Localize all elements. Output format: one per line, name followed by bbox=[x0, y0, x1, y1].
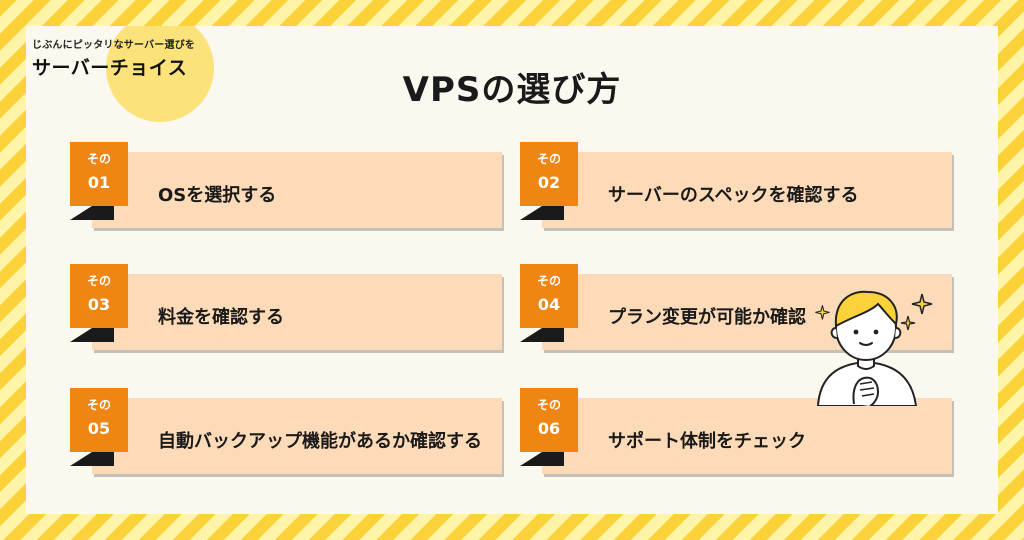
step-card-box: OSを選択する bbox=[92, 152, 502, 228]
badge-number: 01 bbox=[87, 173, 111, 192]
step-card-box: 自動バックアップ機能があるか確認する bbox=[92, 398, 502, 474]
badge-fold bbox=[520, 328, 564, 342]
sparkle-icon bbox=[911, 293, 933, 315]
step-text: サーバーのスペックを確認する bbox=[608, 185, 859, 206]
logo-tagline: じぶんにピッタリなサーバー選びを bbox=[32, 40, 196, 51]
step-badge: その 06 bbox=[520, 388, 578, 452]
badge-word: その bbox=[536, 398, 561, 412]
step-card-01: OSを選択する その 01 bbox=[70, 142, 510, 232]
step-card-02: サーバーのスペックを確認する その 02 bbox=[520, 142, 960, 232]
badge-number: 03 bbox=[87, 295, 111, 314]
step-badge: その 05 bbox=[70, 388, 128, 452]
step-badge: その 01 bbox=[70, 142, 128, 206]
sparkle-icon bbox=[900, 315, 916, 331]
sparkle-icon bbox=[815, 305, 830, 320]
step-card-box: 料金を確認する bbox=[92, 274, 502, 350]
step-text: プラン変更が可能か確認 bbox=[608, 307, 806, 328]
badge-number: 06 bbox=[537, 419, 561, 438]
badge-word: その bbox=[86, 152, 111, 166]
page-title: VPSの選び方 bbox=[402, 70, 622, 110]
step-card-06: サポート体制をチェック その 06 bbox=[520, 388, 960, 478]
badge-fold bbox=[70, 328, 114, 342]
badge-fold bbox=[70, 452, 114, 466]
step-text: 料金を確認する bbox=[158, 307, 284, 328]
step-card-box: サーバーのスペックを確認する bbox=[542, 152, 952, 228]
step-card-box: サポート体制をチェック bbox=[542, 398, 952, 474]
step-card-04: プラン変更が可能か確認 その 04 bbox=[520, 264, 960, 354]
badge-number: 02 bbox=[537, 173, 561, 192]
step-badge: その 04 bbox=[520, 264, 578, 328]
step-text: OSを選択する bbox=[158, 185, 277, 206]
badge-word: その bbox=[536, 152, 561, 166]
main-panel: じぶんにピッタリなサーバー選びを サーバーチョイス VPSの選び方 OSを選択す… bbox=[26, 26, 998, 514]
logo-backdrop bbox=[106, 26, 214, 122]
step-badge: その 02 bbox=[520, 142, 578, 206]
step-card-05: 自動バックアップ機能があるか確認する その 05 bbox=[70, 388, 510, 478]
badge-fold bbox=[520, 206, 564, 220]
step-text: サポート体制をチェック bbox=[608, 431, 806, 452]
badge-number: 05 bbox=[87, 419, 111, 438]
badge-word: その bbox=[86, 274, 111, 288]
badge-word: その bbox=[86, 398, 111, 412]
badge-fold bbox=[520, 452, 564, 466]
step-text: 自動バックアップ機能があるか確認する bbox=[158, 431, 482, 452]
badge-fold bbox=[70, 206, 114, 220]
step-card-03: 料金を確認する その 03 bbox=[70, 264, 510, 354]
site-logo[interactable]: じぶんにピッタリなサーバー選びを サーバーチョイス bbox=[32, 36, 195, 80]
step-badge: その 03 bbox=[70, 264, 128, 328]
thinking-person-illustration bbox=[815, 290, 933, 406]
logo-name: サーバーチョイス bbox=[32, 57, 188, 79]
badge-word: その bbox=[536, 274, 561, 288]
badge-number: 04 bbox=[537, 295, 561, 314]
